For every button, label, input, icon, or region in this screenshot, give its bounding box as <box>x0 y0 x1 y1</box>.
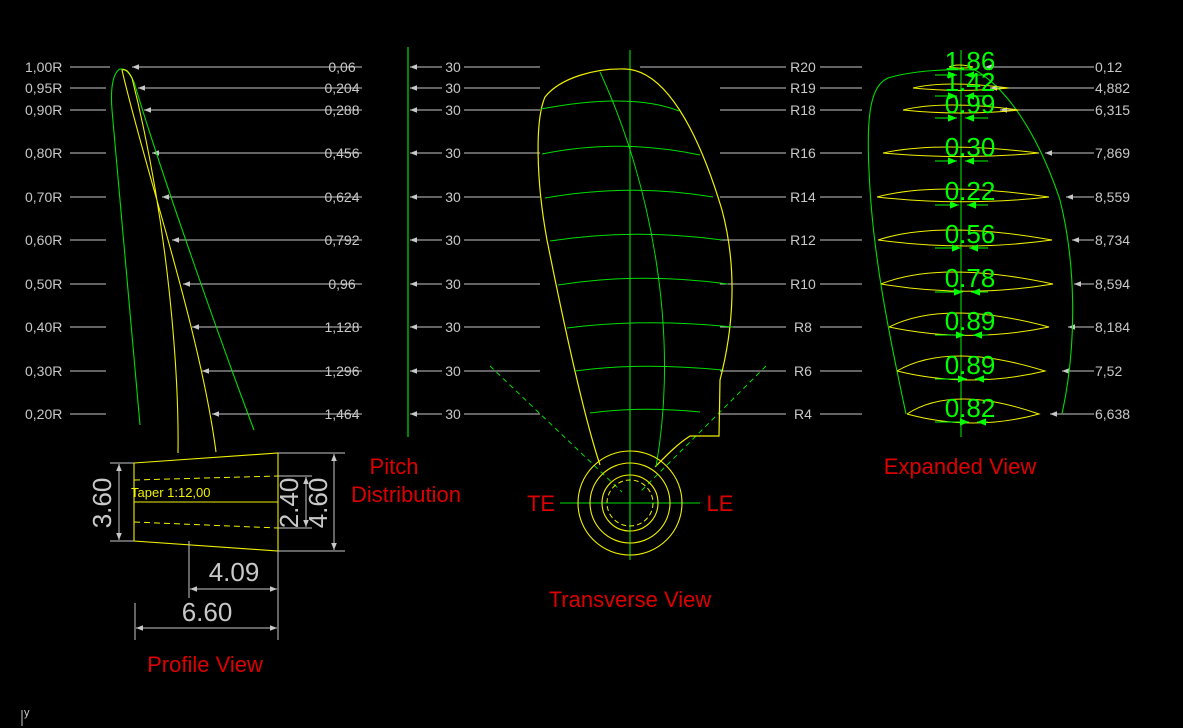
chord-value: 8,184 <box>1095 319 1130 335</box>
thickness-value: 0,456 <box>324 145 359 161</box>
radius-label: 0,20R <box>25 406 62 422</box>
chord-value: 6,315 <box>1095 102 1130 118</box>
thickness-dim: 0.89 <box>945 350 996 380</box>
radius-label: 0,80R <box>25 145 62 161</box>
section-label: R19 <box>790 80 816 96</box>
transverse-view-title: Transverse View <box>549 587 712 612</box>
radius-label: 0,50R <box>25 276 62 292</box>
axis-marker: y <box>24 707 30 719</box>
expanded-section <box>876 188 1050 203</box>
radius-label: 0,90R <box>25 102 62 118</box>
thickness-value: 0,288 <box>324 102 359 118</box>
expanded-view-title: Expanded View <box>884 454 1037 479</box>
chord-value: 8,734 <box>1095 232 1130 248</box>
thickness-value: 0,624 <box>324 189 359 205</box>
radius-label: 0,30R <box>25 363 62 379</box>
profile-blade-thickness <box>121 69 217 454</box>
pitch-distribution: Pitch Distribution <box>351 47 461 507</box>
transverse-view: TE LE Transverse View <box>489 50 767 612</box>
dim-hub-part: 4.09 <box>209 557 260 587</box>
transverse-blade-outline <box>537 68 733 468</box>
section-label: R12 <box>790 232 816 248</box>
thickness-value: 0,06 <box>328 59 355 75</box>
thickness-value: 0,204 <box>324 80 359 96</box>
radius-label: 0,60R <box>25 232 62 248</box>
chord-value: 7,869 <box>1095 145 1130 161</box>
section-label: R4 <box>794 406 812 422</box>
radius-label: 0,70R <box>25 189 62 205</box>
le-label: LE <box>707 491 734 516</box>
expanded-sections: 1.861.420.99 0.30 0.22 0.56 0.78 0.89 0.89 0.82 <box>876 46 1054 426</box>
section-label: R14 <box>790 189 816 205</box>
thickness-dim: 0.56 <box>945 219 996 249</box>
pitch-value: 30 <box>445 59 461 75</box>
thickness-dim: 0.89 <box>945 306 996 336</box>
pitch-value: 30 <box>445 319 461 335</box>
radius-label: 0,95R <box>25 80 62 96</box>
expanded-view: 1.861.420.99 0.30 0.22 0.56 0.78 0.89 0.89 0.82… <box>867 46 1074 479</box>
pitch-value: 30 <box>445 80 461 96</box>
dim-hub-length: 6.60 <box>182 597 233 627</box>
taper-label: Taper 1:12,00 <box>131 485 211 500</box>
section-label: R6 <box>794 363 812 379</box>
pitch-value: 30 <box>445 189 461 205</box>
pitch-value: 30 <box>445 363 461 379</box>
section-label: R20 <box>790 59 816 75</box>
expanded-section <box>948 64 974 69</box>
expanded-section <box>912 83 1010 91</box>
section-label: R18 <box>790 102 816 118</box>
thickness-dim: 0.78 <box>945 263 996 293</box>
radius-label: 0,40R <box>25 319 62 335</box>
thickness-dim: 0.22 <box>945 176 996 206</box>
pitch-value: 30 <box>445 102 461 118</box>
profile-view-title: Profile View <box>147 652 263 677</box>
thickness-dim: 0.99 <box>945 89 996 119</box>
pitch-value: 30 <box>445 276 461 292</box>
expanded-section <box>882 146 1040 158</box>
pitch-title-line2: Distribution <box>351 482 461 507</box>
dim-hub-inner-1: 2.40 <box>274 478 304 529</box>
chord-value: 6,638 <box>1095 406 1130 422</box>
pitch-value: 30 <box>445 232 461 248</box>
thickness-dim: 1.42 <box>945 67 996 97</box>
expanded-section <box>880 271 1054 292</box>
thickness-dim: 0.82 <box>945 393 996 423</box>
te-label: TE <box>527 491 555 516</box>
thickness-dim: 0.30 <box>945 132 996 162</box>
section-label: R10 <box>790 276 816 292</box>
expanded-section <box>877 229 1053 247</box>
expanded-section <box>902 104 1020 114</box>
pitch-value: 30 <box>445 145 461 161</box>
profile-blade-outline <box>110 68 255 431</box>
thickness-dim: 1.86 <box>945 46 996 76</box>
expanded-section <box>888 312 1050 336</box>
chord-value: 8,594 <box>1095 276 1130 292</box>
chord-value: 7,52 <box>1095 363 1122 379</box>
thickness-value: 1,296 <box>324 363 359 379</box>
pitch-title-line1: Pitch <box>370 454 419 479</box>
dim-hub-height: 3.60 <box>87 478 117 529</box>
chord-value: 0,12 <box>1095 59 1122 75</box>
expanded-blade-outline <box>867 69 1074 415</box>
chord-value: 4,882 <box>1095 80 1130 96</box>
section-label: R16 <box>790 145 816 161</box>
section-label: R8 <box>794 319 812 335</box>
dim-hub-inner-2: 4.60 <box>303 478 333 529</box>
thickness-value: 0,96 <box>328 276 355 292</box>
thickness-value: 0,792 <box>324 232 359 248</box>
chord-value: 8,559 <box>1095 189 1130 205</box>
profile-view: Taper 1:12,00 3.60 2.40 4.60 4.09 6.60 P… <box>87 68 345 677</box>
thickness-value: 1,464 <box>324 406 359 422</box>
radius-label: 1,00R <box>25 59 62 75</box>
thickness-value: 1,128 <box>324 319 359 335</box>
pitch-value: 30 <box>445 406 461 422</box>
